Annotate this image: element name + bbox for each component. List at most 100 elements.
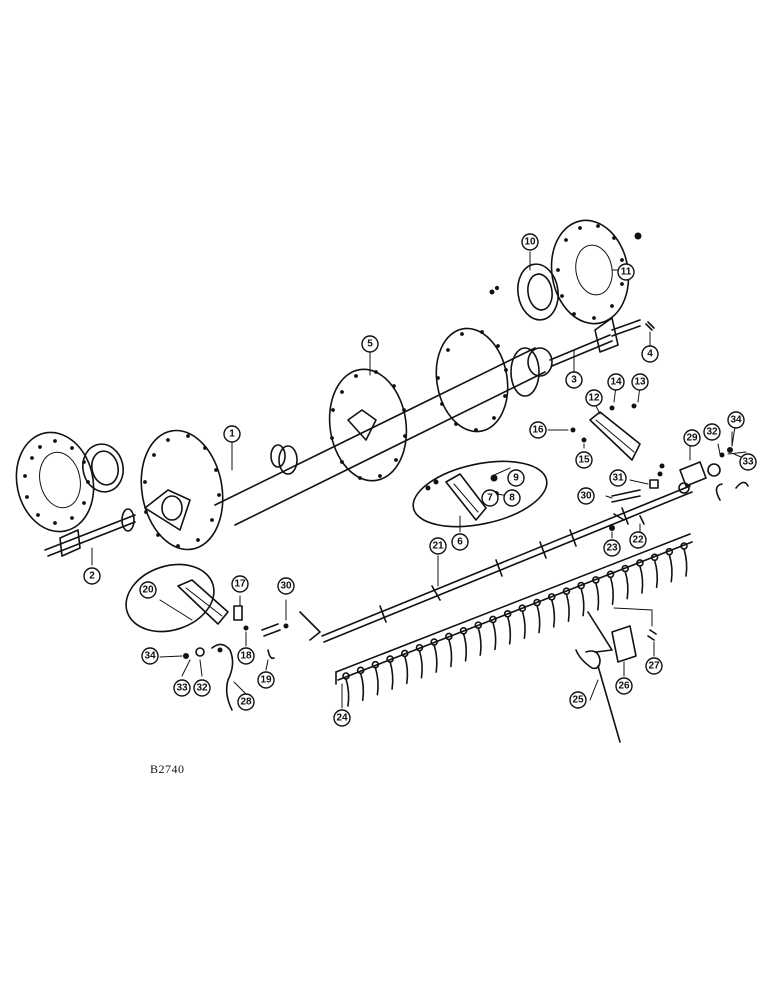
left-bearing-ring — [82, 443, 124, 493]
callout-28: 28 — [237, 693, 255, 711]
callout-20: 20 — [139, 581, 157, 599]
callout-21: 21 — [429, 537, 447, 555]
callout-4: 4 — [641, 345, 659, 363]
tine — [521, 610, 526, 639]
callout-9: 9 — [507, 469, 525, 487]
svg-text:28: 28 — [240, 697, 252, 708]
svg-text:6: 6 — [457, 537, 463, 548]
svg-text:19: 19 — [260, 675, 272, 686]
callout-30-left: 30 — [277, 577, 295, 595]
svg-text:27: 27 — [648, 661, 660, 672]
callout-7: 7 — [481, 489, 499, 507]
callout-32-right: 32 — [703, 423, 721, 441]
svg-text:33: 33 — [176, 683, 188, 694]
svg-text:32: 32 — [706, 427, 718, 438]
tine — [609, 576, 614, 606]
callout-13: 13 — [631, 373, 649, 391]
callout-11: 11 — [617, 263, 635, 281]
tine-bracket-left — [125, 563, 289, 711]
svg-text:22: 22 — [632, 535, 644, 546]
reel-tube — [214, 347, 546, 526]
tine — [639, 565, 644, 594]
tine — [359, 672, 365, 702]
tine — [536, 604, 541, 634]
leader-lines — [91, 251, 749, 709]
tine — [462, 632, 468, 662]
callout-3: 3 — [565, 371, 583, 389]
svg-text:25: 25 — [572, 695, 584, 706]
svg-text:5: 5 — [367, 339, 373, 350]
callout-29: 29 — [683, 429, 701, 447]
callout-2: 2 — [83, 567, 101, 585]
svg-text:32: 32 — [196, 683, 208, 694]
tine — [418, 649, 423, 679]
center-disc — [328, 368, 408, 482]
right-bearing-ring — [489, 263, 559, 321]
callout-5: 5 — [361, 335, 379, 353]
callout-16: 16 — [529, 421, 547, 439]
svg-text:31: 31 — [612, 473, 624, 484]
clip — [639, 515, 645, 525]
callout-25: 25 — [569, 691, 587, 709]
tines — [342, 542, 688, 707]
svg-text:21: 21 — [432, 541, 444, 552]
svg-text:18: 18 — [240, 651, 252, 662]
right-inner-disc — [435, 327, 509, 433]
tine — [624, 570, 629, 600]
tine-bracket-right — [570, 403, 641, 461]
callout-18: 18 — [237, 647, 255, 665]
callout-34-right: 34 — [727, 411, 745, 429]
left-shaft — [44, 508, 136, 557]
tine — [668, 553, 673, 583]
callout-33-left: 33 — [173, 679, 191, 697]
svg-text:4: 4 — [647, 349, 653, 360]
svg-text:16: 16 — [532, 425, 544, 436]
right-hub — [510, 317, 641, 397]
svg-text:11: 11 — [621, 267, 632, 278]
callout-22: 22 — [629, 531, 647, 549]
bolt-30 — [611, 489, 641, 503]
tine-detail — [575, 607, 657, 743]
callout-24: 24 — [333, 709, 351, 727]
callout-15: 15 — [575, 451, 593, 469]
tine-bracket-center — [412, 460, 548, 528]
svg-text:10: 10 — [524, 237, 536, 248]
callout-19: 19 — [257, 671, 275, 689]
tine — [345, 678, 350, 707]
tine — [433, 644, 438, 673]
tine — [403, 655, 409, 685]
callout-12: 12 — [585, 389, 603, 407]
callout-31: 31 — [609, 469, 627, 487]
right-end-assembly — [649, 447, 749, 501]
left-inner-disc — [140, 429, 224, 551]
tine — [550, 599, 556, 628]
svg-text:3: 3 — [571, 375, 577, 386]
tine-bar — [335, 533, 693, 685]
callout-10: 10 — [521, 233, 539, 251]
callout-27: 27 — [645, 657, 663, 675]
svg-text:7: 7 — [487, 493, 493, 504]
svg-text:34: 34 — [144, 651, 156, 662]
tine — [374, 666, 379, 696]
callout-6: 6 — [451, 533, 469, 551]
svg-text:12: 12 — [588, 393, 600, 404]
callout-34-left: 34 — [141, 647, 159, 665]
callout-23: 23 — [603, 539, 621, 557]
svg-text:1: 1 — [229, 429, 235, 440]
callout-33-right: 33 — [739, 453, 757, 471]
svg-text:2: 2 — [89, 571, 95, 582]
svg-text:33: 33 — [742, 457, 754, 468]
tine — [595, 582, 600, 611]
svg-text:13: 13 — [634, 377, 646, 388]
tine — [477, 627, 482, 656]
svg-text:30: 30 — [280, 581, 292, 592]
svg-text:14: 14 — [610, 377, 622, 388]
bolt — [645, 321, 655, 331]
svg-text:8: 8 — [509, 493, 515, 504]
svg-text:24: 24 — [336, 713, 348, 724]
figure-code: B2740 — [150, 762, 185, 776]
tine — [389, 661, 394, 690]
callout-30-right: 30 — [577, 487, 595, 505]
callout-32-left: 32 — [193, 679, 211, 697]
callout-17: 17 — [231, 575, 249, 593]
